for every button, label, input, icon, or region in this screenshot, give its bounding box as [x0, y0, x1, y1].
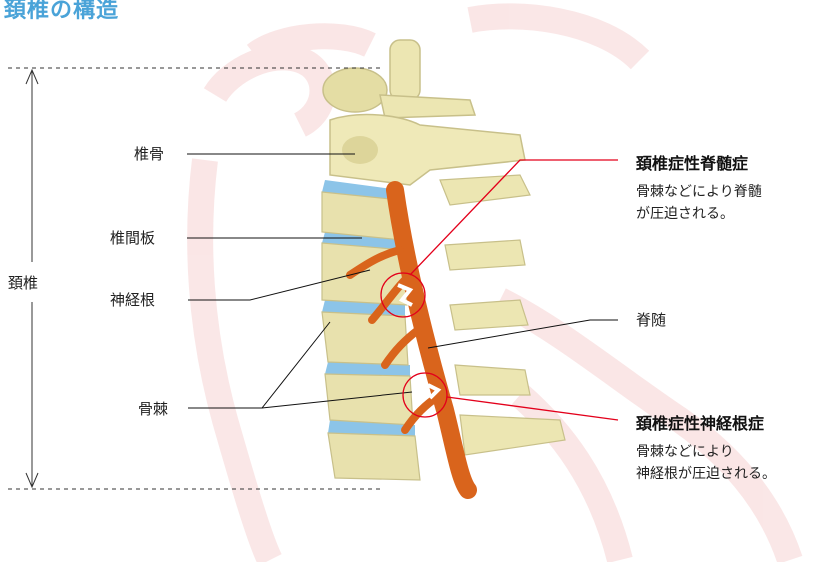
- radiculopathy-desc-line: 神経根が圧迫される。: [636, 463, 776, 485]
- nerve-root-label: 神経根: [110, 289, 155, 310]
- radiculopathy-desc-line: 骨棘などにより: [636, 441, 776, 463]
- myelopathy-desc-line: が圧迫される。: [636, 203, 762, 225]
- disc-label: 椎間板: [110, 227, 155, 248]
- cervical-spine-label: 頚椎: [8, 272, 38, 293]
- radiculopathy-title: 頚椎症性神経根症: [636, 410, 764, 434]
- myelopathy-desc-line: 骨棘などにより脊髄: [636, 181, 762, 203]
- myelopathy-title: 頚椎症性脊髄症: [636, 150, 748, 174]
- osteophyte-label: 骨棘: [138, 398, 168, 419]
- spinal-cord-label: 脊随: [636, 309, 666, 330]
- radiculopathy-description: 骨棘などにより 神経根が圧迫される。: [636, 441, 776, 485]
- vertebra-label: 椎骨: [134, 143, 164, 164]
- myelopathy-description: 骨棘などにより脊髄 が圧迫される。: [636, 181, 762, 225]
